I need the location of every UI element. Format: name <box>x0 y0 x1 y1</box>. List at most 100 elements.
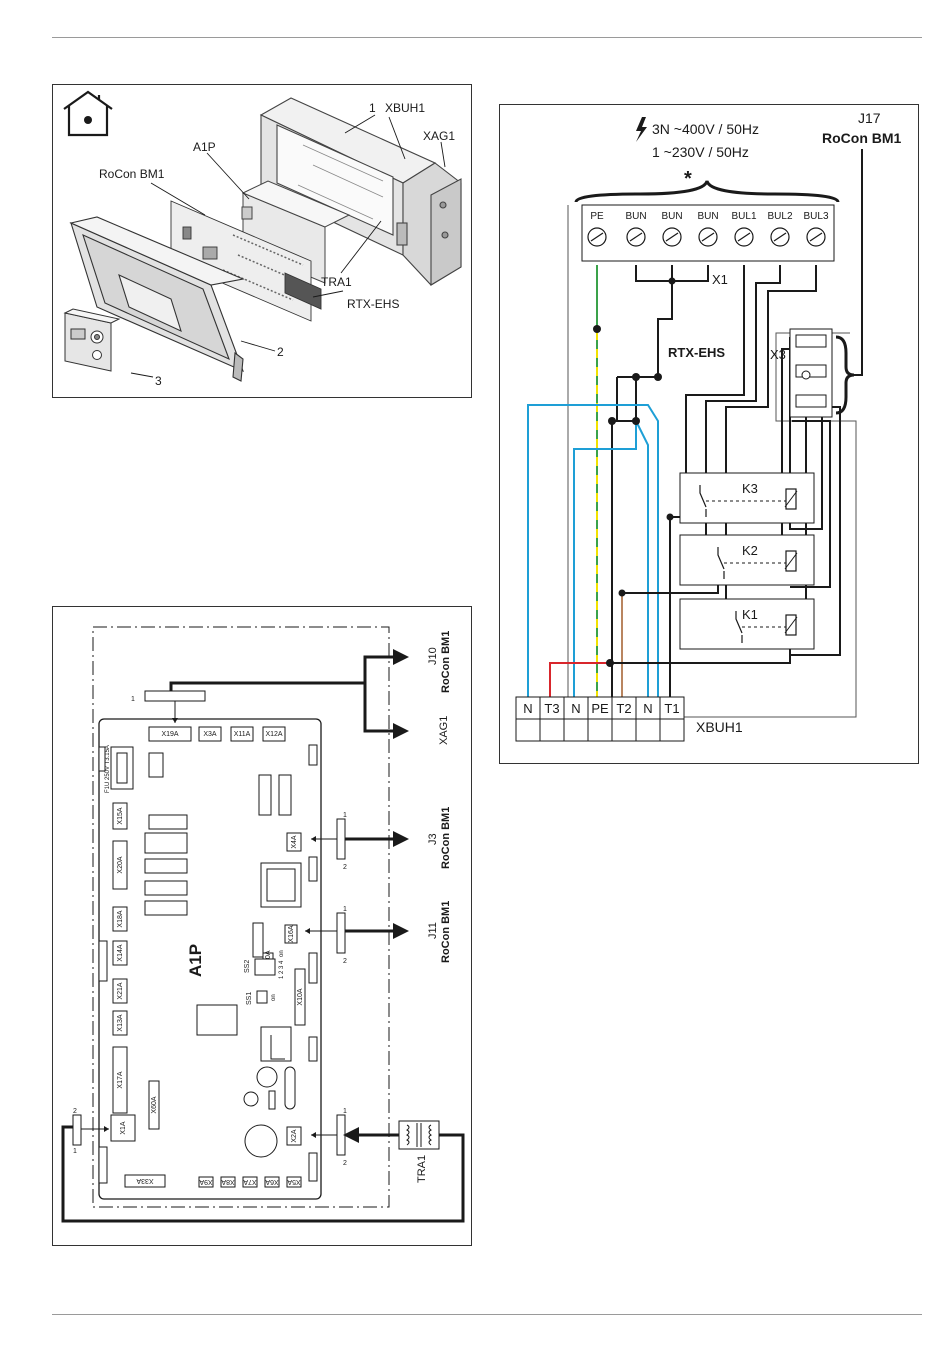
xbuh1-terminal-label: T1 <box>664 701 679 716</box>
j17-label: J17 <box>858 110 881 126</box>
x8a-label: X8A <box>221 1178 235 1185</box>
relay-label: K2 <box>742 543 758 558</box>
j17-wire <box>852 149 863 376</box>
pcb-component <box>260 1026 292 1062</box>
tra1-connection <box>311 1114 399 1156</box>
housing-unit <box>259 97 462 286</box>
front-panel <box>69 216 245 382</box>
x13a-label: X13A <box>117 1014 124 1031</box>
pcb-component <box>144 880 188 896</box>
x3-brace <box>835 335 855 415</box>
relay-k2: K2 <box>679 534 815 586</box>
x14a-label: X14A <box>117 944 124 961</box>
rtx-ehs-label: RTX-EHS <box>668 345 725 360</box>
x1-terminal-label: BUL1 <box>731 211 756 222</box>
tra1-return-cable <box>61 1125 465 1223</box>
pcb-component <box>144 858 188 874</box>
rocon-bm1-label: RoCon BM1 <box>99 167 165 181</box>
x60a-label: X60A <box>151 1096 158 1113</box>
callout-1-label: 1 <box>369 101 376 115</box>
j3-connection <box>311 818 409 860</box>
pcb-diagram-panel: A1P 1 J10 RoCon BM1 XAG1 1 2 J3 RoCon BM… <box>52 606 472 1246</box>
supply-line-1: 3N ~400V / 50Hz <box>652 121 759 137</box>
j3-name: RoCon BM1 <box>440 807 452 869</box>
xbuh1-terminal-label: N <box>643 701 652 716</box>
j10-cable <box>169 655 393 691</box>
j11-connection <box>305 912 409 954</box>
tra1-arrow-icon <box>343 1127 359 1143</box>
callout-2-label: 2 <box>277 345 284 359</box>
fuse-label: F1U 250V T3.15A <box>105 745 111 793</box>
a1p-board-label: A1P <box>186 944 205 977</box>
ss1-on: on <box>271 994 277 1001</box>
x33a-label: X33A <box>136 1177 153 1184</box>
callout-3-label: 3 <box>155 374 162 388</box>
tra1-pin-2: 2 <box>343 1160 347 1167</box>
supply-brace <box>574 180 840 203</box>
wiring-diagram-panel: 3N ~400V / 50Hz 1 ~230V / 50Hz * J17 RoC… <box>499 104 919 764</box>
j10-name: RoCon BM1 <box>440 631 452 693</box>
j11-arrow-icon <box>393 923 409 939</box>
neutral-wire-2 <box>573 421 637 703</box>
x8a-connector: X8A <box>220 1176 236 1188</box>
pcb-component <box>258 774 272 816</box>
switch-ss1: SS1 on <box>246 990 277 1005</box>
x10a-label: X10A <box>297 988 304 1005</box>
x12a-label: X12A <box>265 731 282 738</box>
left-plug <box>72 1114 82 1146</box>
x1-terminal-label: BUL2 <box>767 211 792 222</box>
board-edge-tab <box>98 1146 108 1184</box>
xbuh1-terminal-label: PE <box>591 701 609 716</box>
j17-name: RoCon BM1 <box>822 130 902 146</box>
pcb-component <box>148 814 188 830</box>
x4a-connector: X4A <box>286 832 302 852</box>
xag1-target-label: XAG1 <box>438 716 450 745</box>
bottom-rule <box>52 1314 922 1315</box>
x21a-connector: X21A <box>112 978 128 1004</box>
pcb-diagram-figure: A1P 1 J10 RoCon BM1 XAG1 1 2 J3 RoCon BM… <box>61 626 465 1223</box>
bul1-wire <box>685 265 745 506</box>
x16a-connector: X16A <box>284 924 298 944</box>
x15a-connector: X15A <box>112 802 128 830</box>
board-edge-tab <box>98 746 106 772</box>
x2a-label: X2A <box>291 1129 298 1143</box>
x18a-connector: X18A <box>112 906 128 932</box>
x2a-connector: X2A <box>286 1126 302 1146</box>
board-edge-tab <box>308 744 318 766</box>
xbuh1-terminal-label: N <box>523 701 532 716</box>
rtx-ehs-label: RTX-EHS <box>347 297 399 311</box>
transformer-icon <box>398 1120 440 1150</box>
x6a-label: X6A <box>265 1178 279 1185</box>
x1-terminal-label: BUN <box>625 211 646 222</box>
x3a-label: X3A <box>203 731 217 738</box>
x12a-connector: X12A <box>262 726 286 742</box>
pcb-component <box>144 900 188 916</box>
x1a-connector: X1A <box>110 1114 136 1142</box>
left-plug-pin-1: 1 <box>73 1148 77 1155</box>
a1p-label: A1P <box>193 140 216 154</box>
x16a-label: X16A <box>288 925 295 942</box>
ss1-label: SS1 <box>246 992 253 1005</box>
j3-arrow-icon <box>393 831 409 847</box>
x4a-label: X4A <box>291 835 298 849</box>
x11a-connector: X11A <box>230 726 254 742</box>
pcb-component <box>148 752 164 778</box>
left-plug-pin-2: 2 <box>73 1108 77 1115</box>
x19a-label: X19A <box>161 731 178 738</box>
j10-label: J10 <box>427 647 439 665</box>
x7a-label: X7A <box>243 1178 257 1185</box>
x1-terminal-label: BUN <box>697 211 718 222</box>
lightning-bolt-icon <box>636 117 647 142</box>
x13a-connector: X13A <box>112 1010 128 1036</box>
x1-terminal-label: PE <box>590 211 604 222</box>
j10-arrow-icon <box>393 649 409 665</box>
relay-contact-icon <box>735 611 743 643</box>
j3-label: J3 <box>427 833 439 845</box>
enclosure-outline <box>92 626 390 1208</box>
pcb-component <box>278 774 292 816</box>
x5a-connector: X5A <box>286 1176 302 1188</box>
wiring-diagram-figure: 3N ~400V / 50Hz 1 ~230V / 50Hz * J17 RoC… <box>515 110 902 742</box>
relay-label: K3 <box>742 481 758 496</box>
x17a-connector: X17A <box>112 1046 128 1114</box>
x1a-label: X1A <box>120 1121 127 1135</box>
